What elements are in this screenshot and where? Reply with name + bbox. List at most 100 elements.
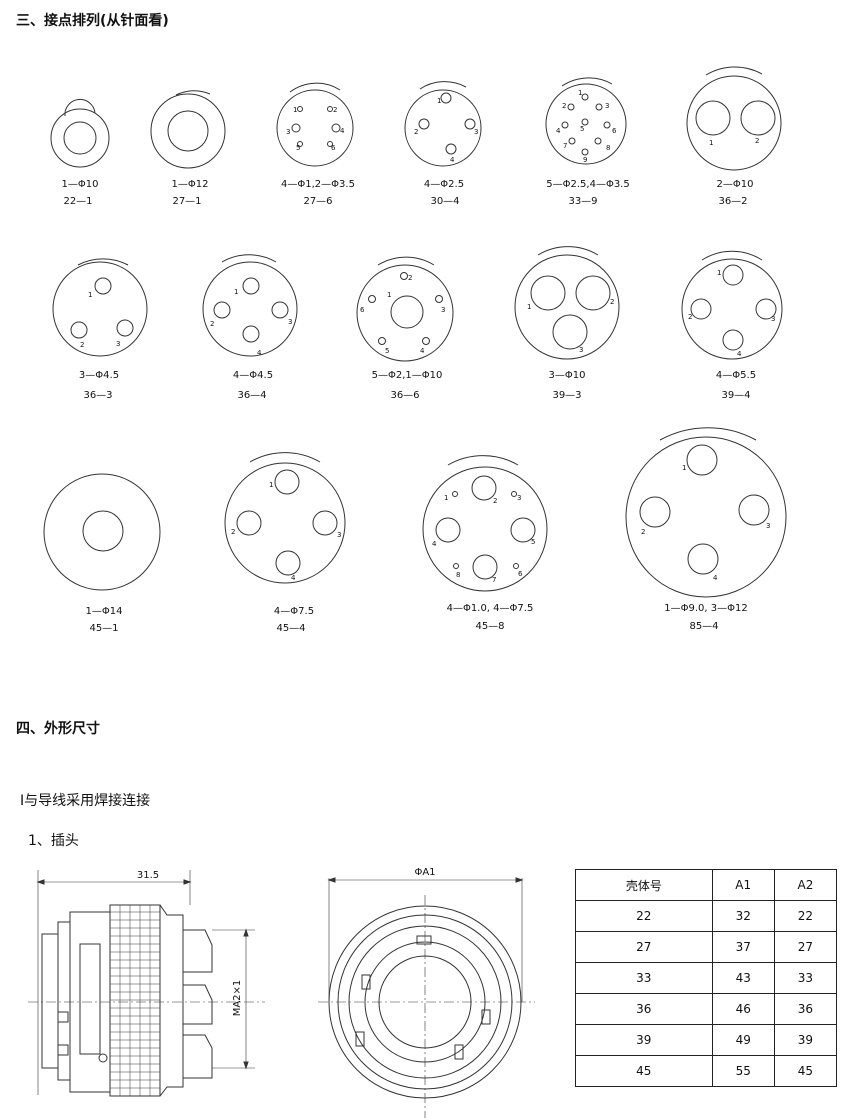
model-label: 27—1 (172, 196, 201, 207)
svg-text:5: 5 (296, 144, 300, 152)
connector-30-4 (404, 81, 482, 167)
pin-labels-39-3: 1 2 3 (527, 298, 614, 354)
spec-label: 4—Φ4.5 (233, 370, 273, 381)
pin-labels-27-6: 1 2 3 4 5 6 (286, 106, 345, 152)
svg-text:3: 3 (441, 306, 445, 314)
svg-text:3: 3 (771, 315, 775, 323)
table-row: 22 32 22 (575, 900, 838, 932)
svg-text:1: 1 (293, 106, 297, 114)
table-cell: 45 (773, 1055, 838, 1087)
model-label: 30—4 (430, 196, 459, 207)
svg-text:3: 3 (766, 522, 770, 530)
section-title-contacts: 三、接点排列(从针面看) (16, 13, 169, 29)
svg-text:6: 6 (518, 570, 523, 578)
svg-text:1: 1 (437, 97, 441, 105)
pin-labels-36-6: 1 2 3 4 5 6 (360, 274, 445, 355)
section-title-dimensions: 四、外形尺寸 (16, 721, 100, 737)
pin-labels-85-4: 1 2 3 4 (641, 464, 770, 582)
spec-label: 3—Φ10 (549, 370, 586, 381)
pin-labels-39-4: 1 2 3 4 (688, 269, 775, 358)
spec-label: 4—Φ5.5 (716, 370, 756, 381)
model-label: 45—1 (89, 623, 118, 634)
spec-label: 4—Φ2.5 (424, 179, 464, 190)
connector-33-9 (545, 77, 627, 165)
model-label: 36—2 (718, 196, 747, 207)
table-cell: 33 (575, 962, 713, 994)
column-header: A1 (711, 869, 775, 901)
plug-front-view (318, 877, 535, 1118)
table-cell: 27 (575, 931, 713, 963)
table-cell: 37 (711, 931, 775, 963)
table-row: 45 55 45 (575, 1055, 838, 1087)
plug-side-view (28, 870, 265, 1097)
spec-label: 4—Φ7.5 (274, 606, 314, 617)
spec-label: 1—Φ10 (62, 179, 99, 190)
svg-text:2: 2 (493, 497, 497, 505)
model-label: 36—6 (390, 390, 419, 401)
table-cell: 39 (575, 1024, 713, 1056)
pin-labels-36-4: 1 2 3 4 (210, 288, 292, 357)
svg-text:2: 2 (562, 102, 566, 110)
svg-text:3: 3 (337, 531, 341, 539)
connector-39-4 (681, 250, 783, 360)
connector-36-6 (356, 256, 454, 362)
svg-text:3: 3 (286, 128, 290, 136)
svg-text:3: 3 (517, 494, 521, 502)
svg-text:2: 2 (210, 320, 214, 328)
table-row: 33 43 33 (575, 962, 838, 994)
spec-label: 5—Φ2.5,4—Φ3.5 (546, 179, 629, 190)
svg-text:3: 3 (579, 346, 583, 354)
connector-85-4 (625, 427, 787, 598)
model-label: 36—3 (83, 390, 112, 401)
table-cell: 55 (711, 1055, 775, 1087)
connector-36-3 (52, 258, 148, 357)
svg-text:6: 6 (612, 127, 617, 135)
connector-27-6 (276, 82, 354, 167)
svg-text:3: 3 (605, 102, 609, 110)
svg-text:8: 8 (606, 144, 610, 152)
length-dimension: 31.5 (137, 870, 159, 881)
svg-text:1: 1 (717, 269, 721, 277)
svg-text:2: 2 (755, 137, 759, 145)
table-cell: 36 (773, 993, 838, 1025)
connector-45-1 (43, 473, 161, 591)
spec-label: 4—Φ1,2—Φ3.5 (281, 179, 355, 190)
svg-text:2: 2 (414, 128, 418, 136)
spec-label: 1—Φ14 (86, 606, 123, 617)
shell-size-table: 壳体号 A1 A2 22 32 22 27 37 27 33 43 33 36 … (575, 869, 838, 1087)
model-label: 22—1 (63, 196, 92, 207)
svg-text:2: 2 (231, 528, 235, 536)
svg-text:2: 2 (641, 528, 645, 536)
table-cell: 49 (711, 1024, 775, 1056)
svg-text:1: 1 (444, 494, 448, 502)
svg-text:5: 5 (531, 538, 535, 546)
model-label: 36—4 (237, 390, 266, 401)
table-cell: 33 (773, 962, 838, 994)
svg-text:3: 3 (116, 340, 120, 348)
svg-text:2: 2 (80, 341, 84, 349)
table-cell: 45 (575, 1055, 713, 1087)
spec-label: 5—Φ2,1—Φ10 (372, 370, 443, 381)
svg-text:9: 9 (583, 156, 587, 164)
svg-text:3: 3 (288, 318, 292, 326)
model-label: 39—4 (721, 390, 750, 401)
model-label: 45—4 (276, 623, 305, 634)
svg-text:6: 6 (331, 144, 336, 152)
table-cell: 46 (711, 993, 775, 1025)
model-label: 85—4 (689, 621, 718, 632)
spec-label: 1—Φ9.0, 3—Φ12 (664, 603, 747, 614)
table-cell: 22 (575, 900, 713, 932)
pin-labels-36-3: 1 2 3 (80, 291, 120, 349)
svg-text:4: 4 (340, 127, 345, 135)
plug-title: 1、插头 (28, 833, 79, 849)
svg-text:6: 6 (360, 306, 365, 314)
table-cell: 39 (773, 1024, 838, 1056)
svg-text:2: 2 (610, 298, 614, 306)
connector-39-3 (514, 246, 620, 360)
svg-text:1: 1 (88, 291, 92, 299)
pin-labels-33-9: 1 2 3 4 5 6 7 8 9 (556, 89, 617, 164)
model-label: 33—9 (568, 196, 597, 207)
svg-text:7: 7 (563, 142, 567, 150)
table-cell: 32 (711, 900, 775, 932)
